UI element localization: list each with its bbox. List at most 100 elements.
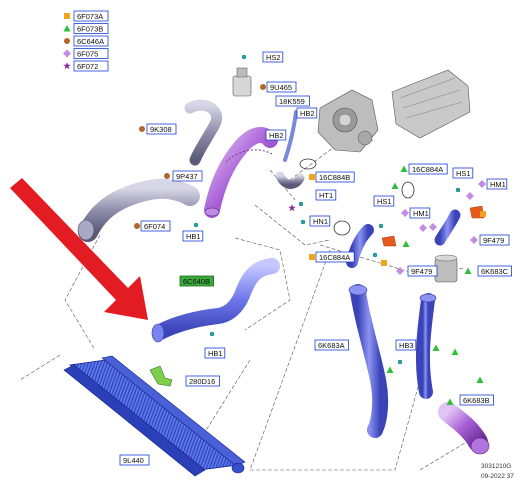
label-hm1a[interactable]: HM1 <box>486 178 508 190</box>
legend-code: 6F072 <box>77 62 98 71</box>
marker-diamond-icon <box>401 209 409 217</box>
label-text: HT1 <box>319 191 333 200</box>
marker-triangle-icon <box>451 348 459 355</box>
marker-circle-icon <box>134 223 140 229</box>
marker-triangle-icon <box>446 398 454 405</box>
turbocharger-illustration <box>317 89 379 153</box>
label-hm1b[interactable]: HM1 <box>409 207 431 219</box>
label-hb2a[interactable]: HB2 <box>296 107 318 119</box>
red-arrow-pointer <box>10 178 148 320</box>
label-text: 16C884B <box>319 173 350 182</box>
label-text: HB1 <box>186 232 201 241</box>
marker-diamond-icon <box>478 180 486 188</box>
marker-diamond-icon <box>419 224 427 232</box>
label-p16c884b[interactable]: 16C884B <box>315 171 355 183</box>
bracket-280d16-illustration <box>149 365 173 387</box>
legend-code: 6F075 <box>77 49 98 58</box>
label-text: 6F074 <box>144 222 165 231</box>
label-p9k308[interactable]: 9K308 <box>146 123 177 135</box>
marker-diamond-icon <box>396 267 404 275</box>
marker-triangle-icon <box>432 344 440 351</box>
label-p16c884a_mid[interactable]: 16C884A <box>315 251 355 263</box>
label-text: HB2 <box>300 109 315 118</box>
label-text: 6C640B <box>183 277 210 286</box>
legend-square-icon <box>64 13 70 19</box>
hose-6k683c-illustration <box>415 293 437 399</box>
sensor-9u465-illustration <box>232 67 252 97</box>
legend-box <box>73 23 109 34</box>
label-text: HM1 <box>413 209 429 218</box>
label-text: HS1 <box>456 169 471 178</box>
label-p6f074[interactable]: 6F074 <box>140 220 171 232</box>
label-p6k683a[interactable]: 6K683A <box>314 339 349 351</box>
fastener-dots <box>193 54 461 365</box>
legend-code: 6F073B <box>77 24 103 33</box>
label-p9f479b[interactable]: 9F479 <box>407 265 438 277</box>
legend-code: 6C646A <box>77 37 104 46</box>
elbow-16c884b-illustration <box>275 171 305 189</box>
legend-diamond-icon <box>63 49 71 58</box>
tube-9k308-illustration <box>184 99 223 166</box>
label-p280d16[interactable]: 280D16 <box>185 375 220 387</box>
pipe-9f479-illustration <box>434 209 461 246</box>
label-text: HN1 <box>313 217 328 226</box>
label-text: HM1 <box>490 180 506 189</box>
marker-star-icon <box>288 204 296 212</box>
label-text: 16C884A <box>319 253 350 262</box>
label-hs1b[interactable]: HS1 <box>373 195 395 207</box>
pipe-18k559-illustration <box>283 110 298 162</box>
legend: 6F073A 6F073B 6C646A 6F075 6F072 <box>63 10 109 72</box>
label-markers <box>134 84 486 405</box>
label-p9u465[interactable]: 9U465 <box>266 81 297 93</box>
label-text: 16C884A <box>412 165 443 174</box>
label-p6c640b[interactable]: 6C640B <box>179 275 214 287</box>
marker-triangle-icon <box>400 165 408 172</box>
label-p9p437[interactable]: 9P437 <box>172 170 203 182</box>
label-text: HB1 <box>208 349 223 358</box>
label-text: HS1 <box>377 197 392 206</box>
label-text: HB3 <box>399 341 414 350</box>
label-text: HB2 <box>269 131 284 140</box>
marker-circle-icon <box>164 173 170 179</box>
label-ht1[interactable]: HT1 <box>315 189 337 201</box>
marker-diamond-icon <box>470 236 478 244</box>
marker-circle-icon <box>260 84 266 90</box>
drawing-date: 09-2022 37 <box>481 473 514 480</box>
label-text: 280D16 <box>189 377 215 386</box>
label-p6k683c[interactable]: 6K683C <box>477 265 512 277</box>
legend-code: 6F073A <box>77 12 103 21</box>
marker-square-icon <box>381 260 387 266</box>
label-p9l440[interactable]: 9L440 <box>119 454 150 466</box>
drawing-code: 3031210G <box>481 463 511 470</box>
marker-triangle-icon <box>402 240 410 247</box>
marker-square-icon <box>309 174 315 180</box>
marker-triangle-icon <box>386 366 394 373</box>
label-hs2[interactable]: HS2 <box>262 51 284 63</box>
label-text: 6K683B <box>463 396 490 405</box>
label-p6k683b[interactable]: 6K683B <box>459 394 494 406</box>
resonator-6k683c-illustration <box>434 254 458 283</box>
intercooler-9l440-illustration <box>63 355 246 477</box>
marker-diamond-icon <box>466 192 474 200</box>
marker-square-icon <box>309 254 315 260</box>
label-p18k559[interactable]: 18K559 <box>275 95 310 107</box>
label-hb1a[interactable]: HB1 <box>182 230 204 242</box>
label-hb3[interactable]: HB3 <box>395 339 417 351</box>
marker-triangle-icon <box>391 182 399 189</box>
label-hb1b[interactable]: HB1 <box>204 347 226 359</box>
label-p16c884a_top[interactable]: 16C884A <box>408 163 448 175</box>
legend-box <box>73 60 109 72</box>
marker-triangle-icon <box>464 267 472 274</box>
hose-6f074-illustration <box>77 178 200 242</box>
label-p9f479a[interactable]: 9F479 <box>479 234 510 246</box>
legend-box <box>73 10 109 22</box>
legend-star-icon <box>63 62 71 70</box>
label-hs1a[interactable]: HS1 <box>452 167 474 179</box>
label-text: 9F479 <box>483 236 504 245</box>
label-hn1[interactable]: HN1 <box>309 215 331 227</box>
hose-6c640b-illustration <box>151 258 280 343</box>
pipe-9p437-illustration <box>204 127 278 218</box>
label-hb2b[interactable]: HB2 <box>265 129 287 141</box>
